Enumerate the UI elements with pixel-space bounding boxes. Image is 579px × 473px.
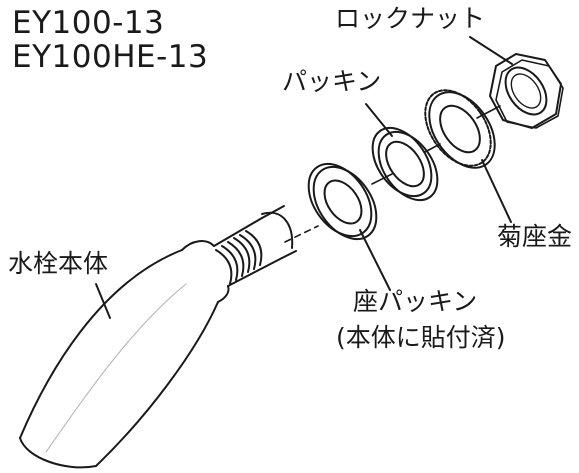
leader-packing xyxy=(365,103,393,137)
seat-packing-part xyxy=(307,162,378,241)
label-locknut: ロックナット xyxy=(335,4,486,33)
model-number-2: EY100HE-13 xyxy=(12,39,209,75)
model-number-1: EY100-13 xyxy=(12,5,165,41)
label-faucet-body: 水栓本体 xyxy=(8,249,109,278)
leader-seat-packing xyxy=(359,229,391,291)
label-seat-packing: 座パッキン xyxy=(353,287,478,316)
packing-part xyxy=(371,126,439,202)
label-chrysanthemum-washer: 菊座金 xyxy=(497,222,573,251)
label-seat-packing-note: (本体に貼付済) xyxy=(336,323,506,352)
chrysanthemum-washer-part xyxy=(424,89,496,169)
label-packing: パッキン xyxy=(282,67,382,96)
leader-faucet-body xyxy=(95,283,111,319)
leader-locknut xyxy=(469,36,513,65)
threaded-shank xyxy=(213,205,297,287)
locknut-part xyxy=(489,53,564,129)
leader-chrysanthemum-washer xyxy=(481,159,512,223)
faucet-body xyxy=(19,240,230,469)
